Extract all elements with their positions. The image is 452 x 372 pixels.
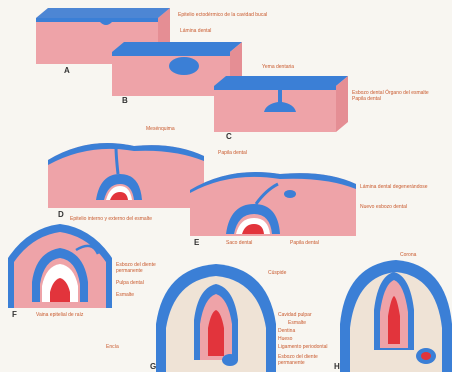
label-g-dentin: Dentina [278, 328, 295, 334]
panel-letter-b: B [122, 96, 128, 105]
panel-letter-a: A [64, 66, 70, 75]
label-a-top: Epitelio ectodérmico de la cavidad bucal [178, 12, 267, 18]
label-f-right: Esbozo del diente permanente [116, 262, 164, 274]
label-e-caption2: Papila dental [290, 240, 319, 246]
label-g-mid: Cavidad pulpar [278, 312, 312, 318]
panel-letter-h: H [334, 362, 340, 371]
label-g-top: Cúspide [268, 270, 286, 276]
panel-f-block [8, 224, 112, 308]
label-e-right2: Nuevo esbozo dental [360, 204, 407, 210]
label-f-pulp: Pulpa dental [116, 280, 144, 286]
label-g-lig: Ligamento periodontal [278, 344, 327, 350]
label-g-left: Encía [106, 344, 119, 350]
label-f-enamel: Esmalte [116, 292, 134, 298]
panel-letter-e: E [194, 238, 199, 247]
panel-letter-d: D [58, 210, 64, 219]
label-b-bud: Yema dentaria [262, 64, 294, 70]
label-a-sub: Lámina dental [180, 28, 211, 34]
label-c-side: Esbozo dental Órgano del esmalte Papila … [352, 90, 442, 102]
panel-h-block [340, 260, 452, 372]
label-g-bone: Hueso [278, 336, 292, 342]
panel-e-block [190, 172, 356, 236]
label-d-caption: Epitelio interno y externo del esmalte [70, 216, 166, 222]
panel-d-block [48, 143, 204, 208]
panel-g-block [156, 264, 276, 372]
label-mid-center: Papila dental [218, 150, 247, 156]
panel-letter-g: G [150, 362, 156, 371]
label-e-right1: Lámina dental degenerándose [360, 184, 428, 190]
panel-letter-f: F [12, 310, 17, 319]
label-c-bottom: Mesénquima [146, 126, 175, 132]
panel-letter-c: C [226, 132, 232, 141]
label-e-caption1: Saco dental [226, 240, 252, 246]
label-g-right: Esmalte [288, 320, 306, 326]
label-f-bottom: Vaina epitelial de raíz [36, 312, 92, 318]
label-g-perm: Esbozo del diente permanente [278, 354, 334, 366]
panel-c-block [214, 76, 348, 132]
label-h-top: Corona [400, 252, 416, 258]
